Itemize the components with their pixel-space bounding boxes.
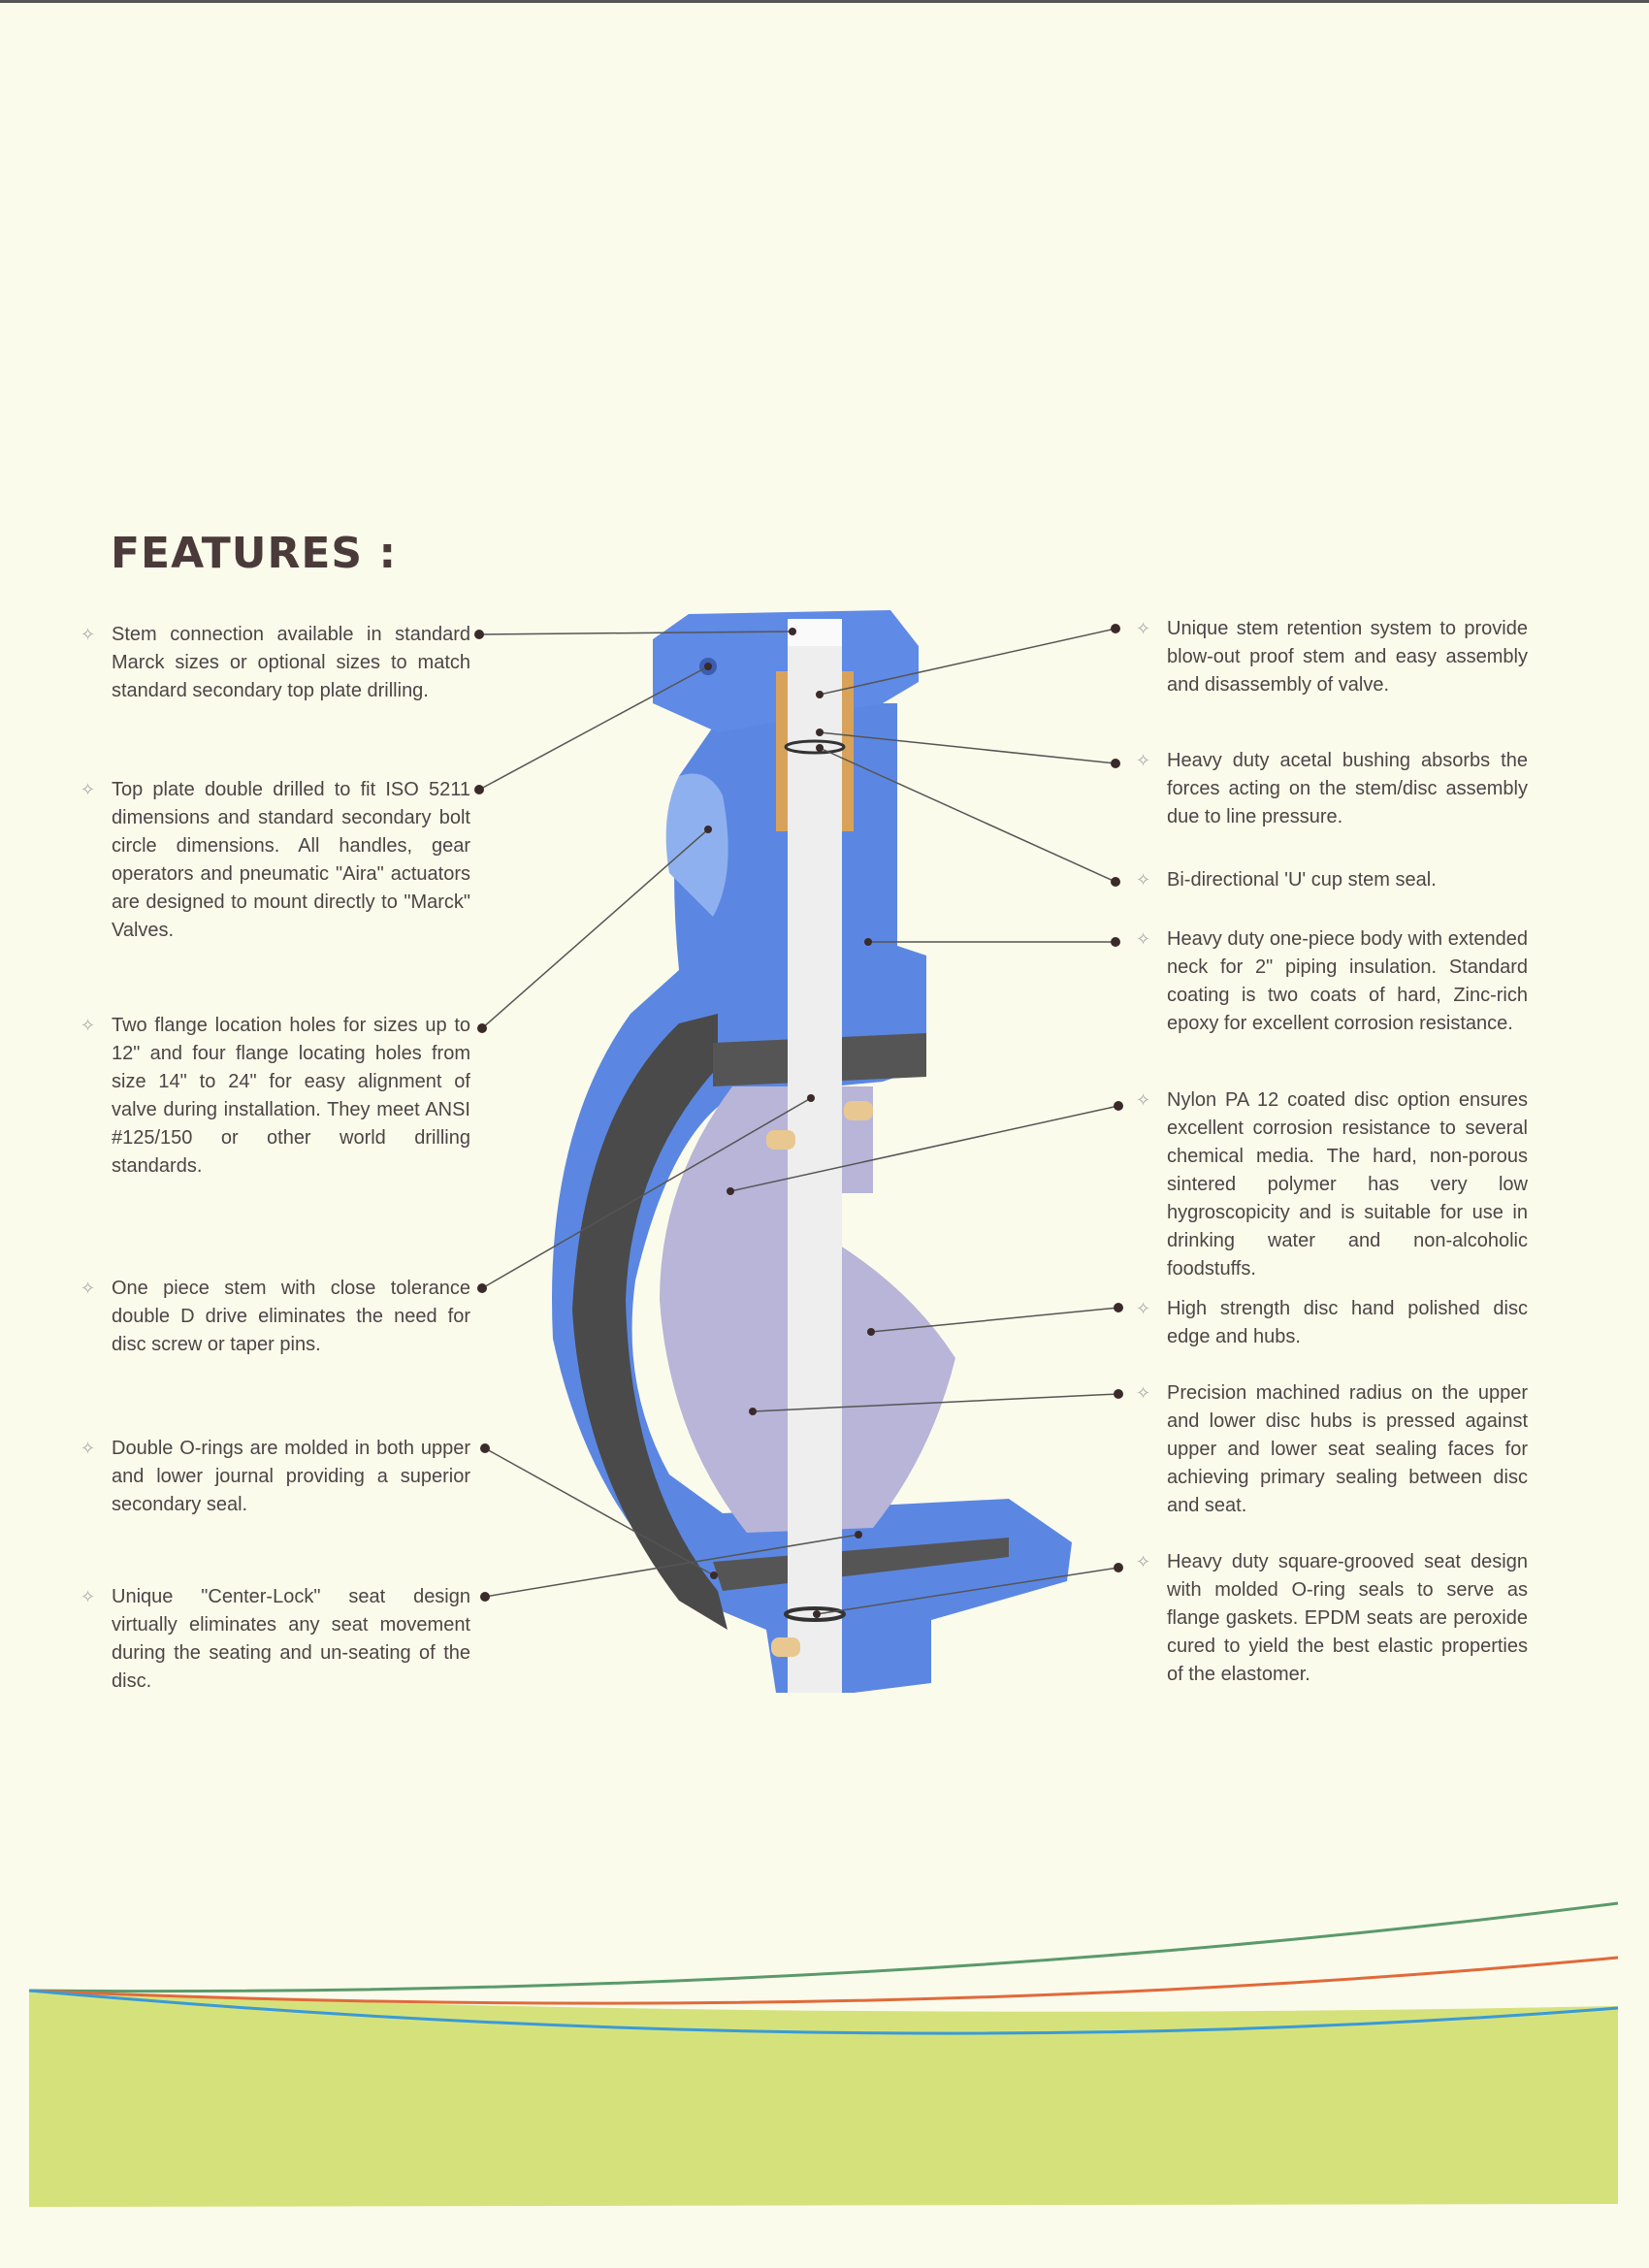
feature-item: ✧ Two flange location holes for sizes up …: [81, 1012, 470, 1275]
feature-item: ✧ High strength disc hand polished disc e…: [1136, 1295, 1528, 1379]
feature-item: ✧ Precision machined radius on the upper …: [1136, 1379, 1528, 1548]
feature-text: Stem connection available in standard Ma…: [112, 624, 470, 701]
right-feature-column: ✧ Unique stem retention system to provide…: [1136, 615, 1528, 1701]
feature-text: Heavy duty one-piece body with extended …: [1167, 928, 1528, 1034]
stem: [788, 631, 842, 1693]
star-bullet-icon: ✧: [1136, 1552, 1151, 1572]
feature-text: Double O-rings are molded in both upper …: [112, 1438, 470, 1515]
feature-text: One piece stem with close tolerance doub…: [112, 1278, 470, 1355]
feature-item: ✧ One piece stem with close tolerance dou…: [81, 1275, 470, 1435]
feature-text: Bi-directional 'U' cup stem seal.: [1167, 869, 1437, 891]
footer-orange-curve: [28, 1956, 1619, 2005]
star-bullet-icon: ✧: [81, 1439, 96, 1459]
star-bullet-icon: ✧: [81, 1279, 96, 1299]
feature-item: ✧ Heavy duty acetal bushing absorbs the f…: [1136, 747, 1528, 866]
feature-item: ✧ Nylon PA 12 coated disc option ensures …: [1136, 1086, 1528, 1295]
valve-seat: [572, 1014, 728, 1630]
leader-lines: [478, 628, 1119, 1615]
feature-item: ✧ Heavy duty square-grooved seat design w…: [1136, 1548, 1528, 1701]
star-bullet-icon: ✧: [1136, 1090, 1151, 1111]
feature-item: ✧ Bi-directional 'U' cup stem seal.: [1136, 866, 1528, 925]
stem-top: [788, 619, 842, 646]
star-bullet-icon: ✧: [1136, 751, 1151, 771]
feature-text: Heavy duty square-grooved seat design wi…: [1167, 1551, 1528, 1685]
star-bullet-icon: ✧: [81, 1016, 96, 1036]
acetal-bushing-right: [840, 671, 854, 831]
seat-bottom: [713, 1538, 1009, 1591]
feature-text: Top plate double drilled to fit ISO 5211…: [112, 779, 470, 941]
star-bullet-icon: ✧: [81, 625, 96, 645]
star-bullet-icon: ✧: [81, 780, 96, 800]
star-bullet-icon: ✧: [1136, 619, 1151, 639]
footer-green-band: [29, 1991, 1618, 2207]
feature-item: ✧ Unique stem retention system to provide…: [1136, 615, 1528, 747]
footer-blue-curve: [28, 1989, 1619, 2035]
feature-item: ✧ Heavy duty one-piece body with extended…: [1136, 925, 1528, 1086]
top-border: [0, 0, 1649, 3]
feature-item: ✧ Top plate double drilled to fit ISO 521…: [81, 776, 470, 1012]
page-title: FEATURES :: [111, 529, 398, 578]
feature-item: ✧ Unique "Center-Lock" seat design virtua…: [81, 1583, 470, 1707]
feature-item: ✧ Double O-rings are molded in both upper…: [81, 1435, 470, 1583]
pin: [771, 1637, 800, 1657]
feature-text: Two flange location holes for sizes up t…: [112, 1015, 470, 1177]
pin: [844, 1101, 873, 1120]
feature-text: Unique stem retention system to provide …: [1167, 618, 1528, 696]
feature-text: High strength disc hand polished disc ed…: [1167, 1298, 1528, 1347]
u-cup-seal: [784, 739, 846, 755]
lower-o-ring: [784, 1606, 846, 1622]
star-bullet-icon: ✧: [1136, 1383, 1151, 1404]
pin: [766, 1130, 795, 1150]
star-bullet-icon: ✧: [1136, 870, 1151, 891]
feature-text: Nylon PA 12 coated disc option ensures e…: [1167, 1089, 1528, 1280]
star-bullet-icon: ✧: [81, 1587, 96, 1607]
acetal-bushing-left: [776, 671, 790, 831]
feature-item: ✧ Stem connection available in standard M…: [81, 621, 470, 776]
feature-text: Precision machined radius on the upper a…: [1167, 1382, 1528, 1516]
feature-text: Unique "Center-Lock" seat design virtual…: [112, 1586, 470, 1692]
footer-green-curve: [28, 1901, 1619, 1993]
leader-dots: [474, 624, 1123, 1618]
star-bullet-icon: ✧: [1136, 929, 1151, 950]
feature-text: Heavy duty acetal bushing absorbs the fo…: [1167, 750, 1528, 827]
body-cavity: [665, 773, 728, 917]
left-feature-column: ✧ Stem connection available in standard M…: [81, 621, 470, 1707]
star-bullet-icon: ✧: [1136, 1299, 1151, 1319]
valve-body: [552, 703, 1072, 1693]
